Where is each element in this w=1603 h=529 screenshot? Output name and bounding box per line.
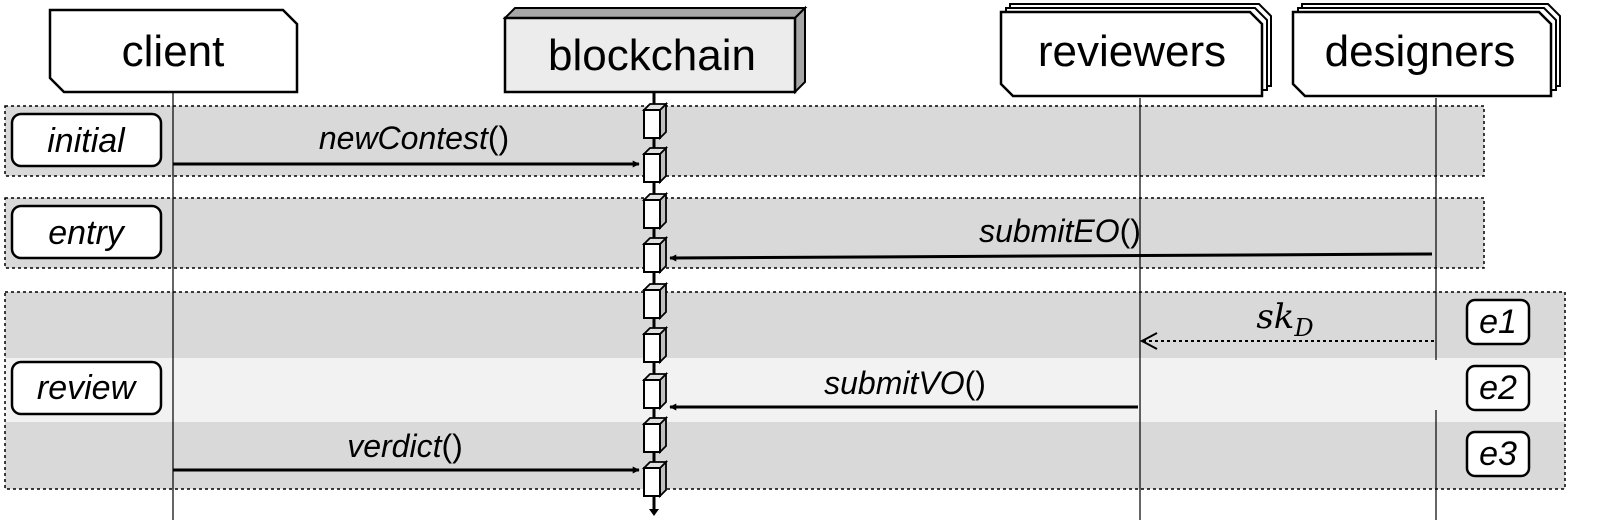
sk-d-message: skD bbox=[1139, 297, 1434, 350]
chain-block bbox=[643, 423, 661, 453]
sk-d-subscript: D bbox=[1293, 314, 1313, 342]
event-e3-text: e3 bbox=[1479, 435, 1517, 473]
submit-eo-label: submitEO() bbox=[979, 213, 1141, 249]
submit-vo-message: submitVO() bbox=[669, 365, 1138, 411]
reviewers-actor: reviewers bbox=[999, 3, 1272, 98]
chain-block bbox=[643, 467, 661, 497]
blockchain-actor: blockchain bbox=[502, 5, 808, 95]
designers-actor-label: designers bbox=[1325, 27, 1516, 76]
submit-eo-name: submitEO bbox=[979, 213, 1119, 249]
chain-block bbox=[643, 333, 661, 363]
submit-vo-name: submitVO bbox=[824, 365, 964, 401]
event-e1-label: e1 bbox=[1465, 298, 1531, 346]
new-contest-label: newContest() bbox=[319, 120, 509, 156]
new-contest-message: newContest() bbox=[173, 120, 640, 168]
event-e3-label: e3 bbox=[1465, 430, 1531, 478]
event-e2-text: e2 bbox=[1479, 369, 1517, 407]
verdict-message: verdict() bbox=[173, 428, 640, 474]
new-contest-name: newContest bbox=[319, 120, 489, 156]
phase-bands bbox=[4, 105, 1566, 490]
initial-phase-text: initial bbox=[47, 122, 126, 160]
verdict-name: verdict bbox=[347, 428, 442, 464]
verdict-parens: () bbox=[441, 428, 462, 464]
review-phase-label: review bbox=[10, 360, 163, 416]
client-actor: client bbox=[48, 8, 299, 94]
verdict-label: verdict() bbox=[347, 428, 463, 464]
entry-phase-text: entry bbox=[48, 214, 126, 252]
blockchain-block-chain bbox=[641, 92, 669, 516]
new-contest-parens: () bbox=[488, 120, 509, 156]
submit-vo-parens: () bbox=[965, 365, 986, 401]
review-phase-band bbox=[4, 291, 1566, 490]
blockchain-actor-label: blockchain bbox=[548, 31, 756, 80]
sk-d-label: skD bbox=[1256, 297, 1313, 342]
review-phase-text: review bbox=[37, 369, 138, 407]
submit-vo-label: submitVO() bbox=[824, 365, 986, 401]
chain-block bbox=[643, 289, 661, 319]
initial-phase-label: initial bbox=[10, 112, 163, 168]
sk-d-base: sk bbox=[1256, 297, 1294, 337]
submit-eo-parens: () bbox=[1120, 213, 1141, 249]
submit-eo-message: submitEO() bbox=[669, 213, 1433, 262]
entry-phase-label: entry bbox=[10, 204, 163, 260]
chain-block bbox=[643, 109, 661, 139]
reviewers-actor-label: reviewers bbox=[1038, 27, 1226, 76]
event-e1-text: e1 bbox=[1479, 303, 1517, 341]
chain-block bbox=[643, 379, 661, 409]
event-e2-label: e2 bbox=[1465, 364, 1531, 412]
chain-end-arrow bbox=[649, 509, 659, 516]
client-actor-label: client bbox=[122, 27, 225, 76]
chain-block bbox=[643, 243, 661, 273]
chain-block bbox=[643, 199, 661, 229]
chain-block bbox=[643, 153, 661, 183]
designers-actor: designers bbox=[1291, 3, 1561, 98]
